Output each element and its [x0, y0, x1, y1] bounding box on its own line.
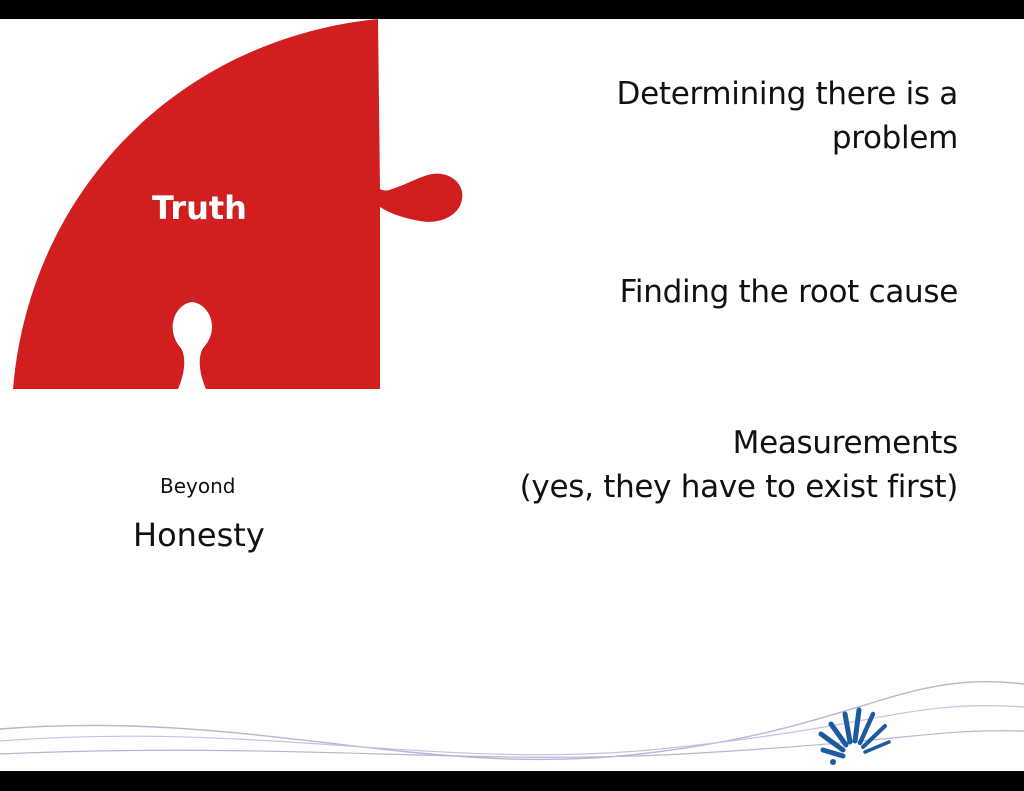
starburst-logo-icon: [818, 707, 891, 765]
puzzle-piece-icon: [13, 19, 463, 389]
bullet-item-2-line-1: Finding the root cause: [619, 274, 959, 310]
beyond-label: Beyond: [160, 474, 236, 498]
slide: Truth Determining there is a problem Fin…: [0, 19, 1024, 771]
bullet-item-1-line-2: problem: [831, 120, 958, 156]
puzzle-label: Truth: [152, 189, 247, 227]
bullet-item-2: Finding the root cause: [619, 270, 959, 314]
honesty-label: Honesty: [133, 516, 265, 554]
bullet-item-3: Measurements (yes, they have to exist fi…: [519, 421, 959, 509]
bullet-item-3-line-2: (yes, they have to exist first): [519, 469, 959, 505]
bullet-item-3-line-1: Measurements: [732, 425, 959, 461]
bullet-item-1-line-1: Determining there is a: [616, 76, 959, 112]
bullet-item-1: Determining there is a problem: [617, 72, 959, 160]
decorative-wave-lines: [0, 680, 1024, 761]
